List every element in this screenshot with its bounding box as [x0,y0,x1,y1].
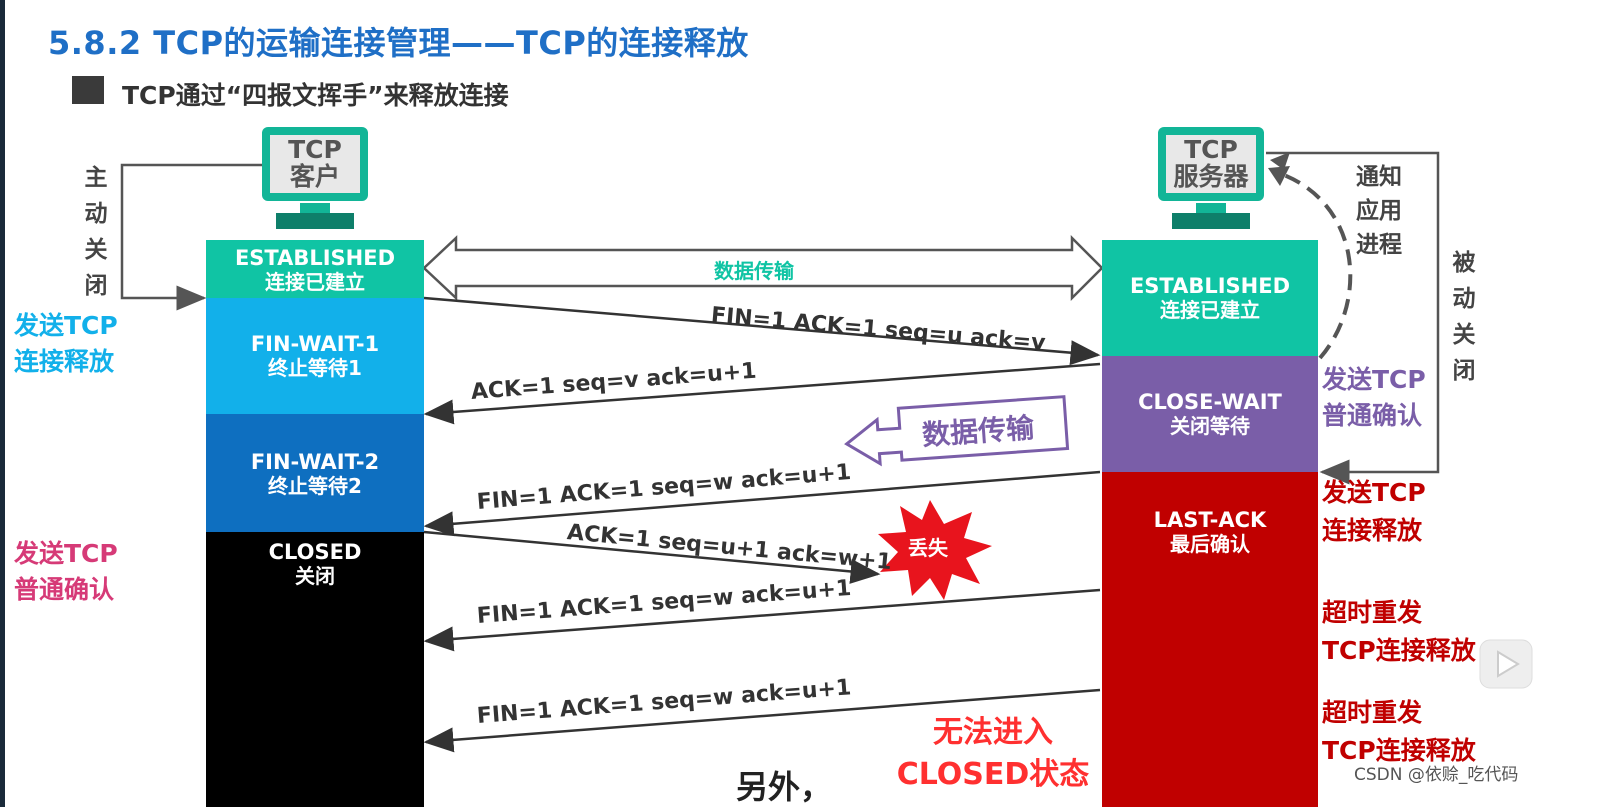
lost-label: 丢失 [908,536,948,560]
server-note-retransmit-1: 超时重发 TCP连接释放 [1322,594,1476,670]
server-state-last-ack: LAST-ACK 最后确认 [1102,472,1318,807]
notify-app-dashed-arc [1275,170,1353,360]
client-state-fin-wait-2: FIN-WAIT-2 终止等待2 [206,414,424,532]
client-monitor-label: TCP 客户 [270,136,360,190]
note-line: 发送TCP [14,311,118,340]
note-line: 发送TCP [1322,478,1426,507]
page-title: 5.8.2 TCP的运输连接管理——TCP的连接释放 [48,24,749,62]
note-line: 连接释放 [14,347,115,376]
note-line: 普通确认 [14,575,115,604]
data-transfer-box-label: 数据传输 [921,411,1036,452]
page-subtitle: TCP通过“四报文挥手”来释放连接 [122,81,509,110]
passive-close-char: 闭 [1452,358,1476,384]
state-en: CLOSED [268,540,362,564]
state-cn: 关闭等待 [1170,414,1250,438]
msg-line-fin1 [423,296,1101,366]
state-cn: 终止等待1 [268,356,362,380]
msg-line-fin-retx2 [423,688,1101,753]
server-note-retransmit-2: 超时重发 TCP连接释放 [1322,694,1476,770]
server-monitor-line1: TCP [1184,135,1238,164]
note-line: TCP连接释放 [1322,636,1476,665]
server-note-send-ack: 发送TCP 普通确认 [1322,362,1426,434]
active-close-char: 关 [84,237,108,263]
lost-starburst [878,500,992,600]
server-state-established: ESTABLISHED 连接已建立 [1102,240,1318,356]
state-cn: 终止等待2 [268,474,362,498]
state-en: FIN-WAIT-2 [250,450,380,474]
client-note-send-ack: 发送TCP 普通确认 [14,536,118,608]
state-en: FIN-WAIT-1 [250,332,380,356]
data-transfer-label: 数据传输 [714,259,794,283]
note-line: 连接释放 [1322,516,1423,545]
client-monitor-line2: 客户 [289,162,340,191]
client-state-established: ESTABLISHED 连接已建立 [206,240,424,298]
notify-app-label: 通知 应用 进程 [1356,160,1402,262]
notify-app-line: 应用 [1356,198,1402,224]
active-close-connector [120,163,262,311]
note-line: 发送TCP [14,539,118,568]
state-cn: 连接已建立 [1160,298,1260,322]
active-close-char: 闭 [84,273,108,299]
client-state-fin-wait-1: FIN-WAIT-1 终止等待1 [206,298,424,414]
note-line: 超时重发 [1322,698,1423,727]
state-cn: 连接已建立 [265,270,365,294]
msg-line-fin2 [423,470,1101,537]
state-cn: 关闭 [295,564,335,588]
bottom-partial-text: 另外， [736,768,833,806]
server-monitor-label: TCP 服务器 [1160,136,1262,190]
client-state-closed: CLOSED 关闭 [206,532,424,807]
client-monitor-icon [262,127,368,229]
note-line: 发送TCP [1322,365,1426,394]
server-state-close-wait: CLOSE-WAIT 关闭等待 [1102,356,1318,472]
passive-close-char: 动 [1452,286,1476,312]
server-note-send-fin: 发送TCP 连接释放 [1322,474,1426,550]
note-line: 超时重发 [1322,598,1423,627]
passive-close-char: 关 [1452,322,1476,348]
client-monitor-line1: TCP [288,135,342,164]
note-line: 普通确认 [1322,401,1423,430]
passive-close-label: 被 动 关 闭 [1450,245,1478,389]
cannot-enter-closed-label: 无法进入 CLOSED状态 [890,712,1096,796]
msg-line-fin-retx1 [423,588,1101,652]
left-edge-strip [0,0,5,807]
cannot-enter-line: CLOSED状态 [896,757,1090,792]
state-en: ESTABLISHED [234,246,396,270]
data-transfer-arrow-box [844,395,1070,467]
msg-line-ack2-lost [423,530,881,584]
active-close-label: 主 动 关 闭 [82,160,110,304]
state-en: ESTABLISHED [1129,274,1291,298]
watermark: CSDN @依赊_吃代码 [1354,765,1519,785]
server-monitor-icon [1158,127,1264,229]
server-monitor-line2: 服务器 [1173,162,1249,191]
note-line: TCP连接释放 [1322,736,1476,765]
state-en: LAST-ACK [1153,508,1267,532]
state-en: CLOSE-WAIT [1138,390,1282,414]
passive-close-char: 被 [1452,250,1476,276]
notify-app-line: 进程 [1356,232,1402,258]
bullet-square [72,76,104,104]
msg-line-ack1 [423,362,1101,425]
state-cn: 最后确认 [1170,532,1250,556]
client-note-send-fin: 发送TCP 连接释放 [14,308,118,380]
active-close-char: 动 [84,201,108,227]
notify-app-line: 通知 [1356,164,1402,190]
cannot-enter-line: 无法进入 [933,715,1053,750]
passive-close-connector [1266,151,1440,485]
active-close-char: 主 [84,165,108,191]
